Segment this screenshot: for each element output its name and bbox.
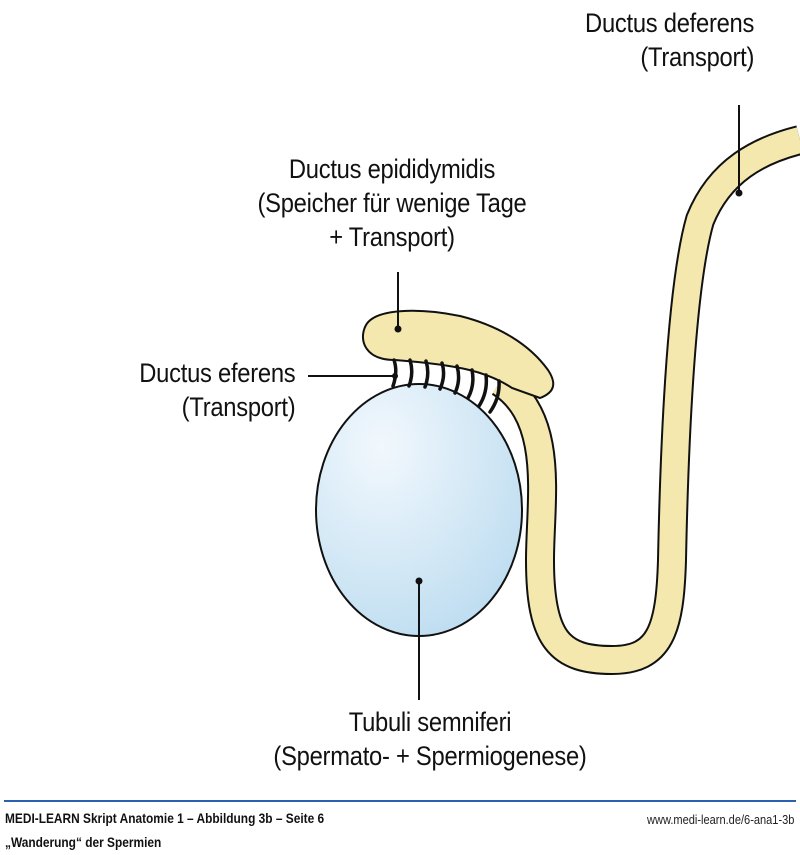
efferent-duct	[453, 364, 461, 395]
label-ductus-eferens: Ductus eferens (Transport)	[139, 356, 295, 424]
dot-deferens	[735, 189, 743, 197]
label-tubuli-semniferi: Tubuli semniferi (Spermato- + Spermiogen…	[245, 705, 615, 773]
epididymis-head	[361, 309, 555, 400]
efferent-duct	[391, 358, 398, 388]
dot-tubuli	[415, 577, 423, 585]
efferent-duct	[488, 379, 501, 414]
label-line: + Transport)	[329, 222, 455, 252]
dot-epididymidis	[394, 325, 402, 333]
efferent-duct	[423, 359, 430, 389]
efferent-duct	[477, 373, 489, 408]
label-line: Ductus epididymidis	[288, 154, 496, 184]
footer-divider	[4, 800, 796, 802]
label-line: Ductus eferens	[138, 358, 295, 388]
ductuli-efferentes	[391, 358, 501, 414]
label-ductus-epididymidis: Ductus epididymidis (Speicher für wenige…	[242, 152, 541, 254]
footer-url[interactable]: www.medi-learn.de/6-ana1-3b	[646, 812, 794, 827]
label-line: (Spermato- + Spermiogenese)	[273, 741, 587, 771]
label-line: (Transport)	[181, 392, 295, 422]
duct-fill	[492, 127, 800, 674]
label-line: Tubuli semniferi	[348, 707, 512, 737]
footer-subtitle: „Wanderung“ der Spermien	[5, 834, 162, 850]
label-line: (Transport)	[640, 42, 754, 72]
efferent-duct	[466, 368, 475, 400]
label-ductus-deferens: Ductus deferens (Transport)	[585, 6, 754, 74]
label-line: Ductus deferens	[584, 8, 754, 38]
footer-title: MEDI-LEARN Skript Anatomie 1 – Abbildung…	[5, 810, 325, 826]
leader-lines	[308, 105, 740, 700]
anatomy-diagram	[308, 105, 800, 700]
leader-dots	[392, 189, 743, 585]
dot-eferens	[392, 373, 398, 379]
efferent-duct	[407, 358, 414, 388]
efferent-duct	[438, 361, 446, 391]
label-line: (Speicher für wenige Tage	[257, 188, 527, 218]
